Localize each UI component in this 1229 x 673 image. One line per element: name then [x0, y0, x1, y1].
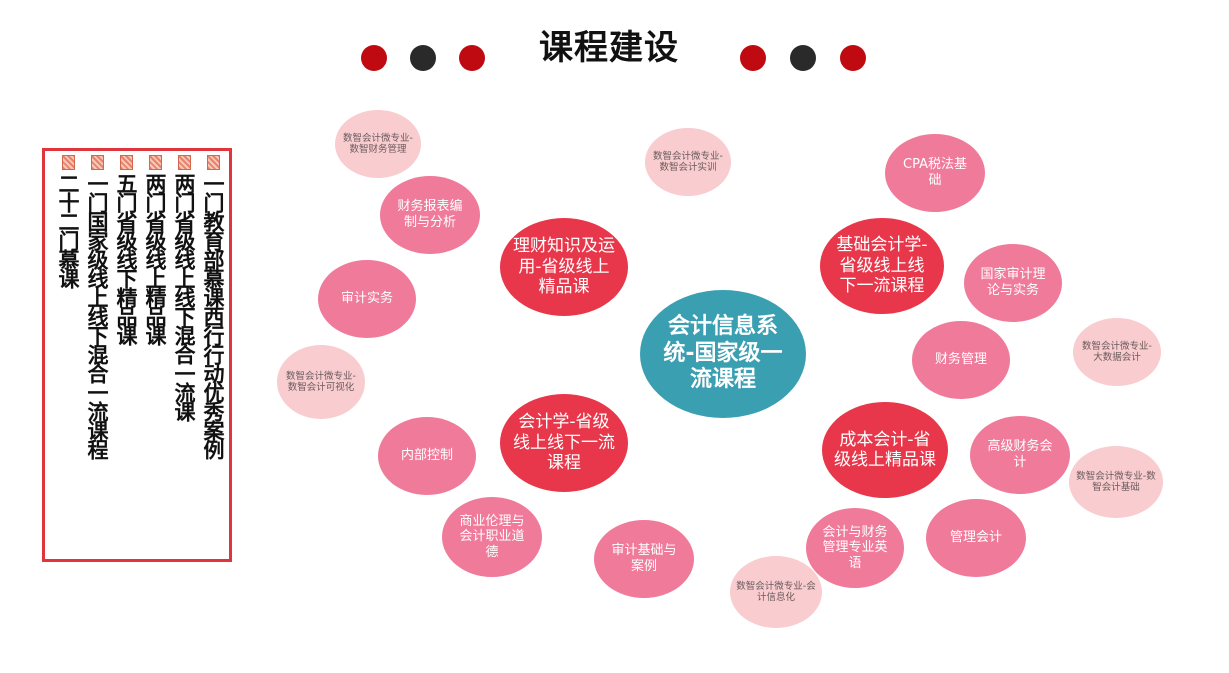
achievement-text: 两门省级线上线下混合一流课 [172, 173, 196, 420]
achievement-text: 一门教育部慕课西行行动优秀案例 [201, 173, 225, 458]
micro-course-bubble-dsj: 数智会计微专业-大数据会计 [1073, 318, 1161, 386]
achievement-item: 一门教育部慕课西行行动优秀案例 [201, 155, 225, 458]
bullet-marker-icon [177, 155, 191, 170]
achievement-text: 五门省级线下精品课 [114, 173, 138, 344]
course-bubble-kuaijixue: 会计学-省级线上线下一流课程 [500, 394, 628, 492]
page-title: 课程建设 [539, 28, 679, 68]
bullet-marker-icon [90, 155, 104, 170]
micro-course-bubble-xxh: 数智会计微专业-会计信息化 [730, 556, 822, 628]
course-bubble-neibu: 内部控制 [378, 417, 476, 495]
course-bubble-chengben: 成本会计-省级线上精品课 [822, 402, 948, 498]
achievement-text: 二十二门慕课 [56, 173, 80, 287]
course-bubble-guanli: 管理会计 [926, 499, 1026, 577]
course-bubble-yingyu: 会计与财务管理专业英语 [806, 508, 904, 588]
course-bubble-baobiao: 财务报表编制与分析 [380, 176, 480, 254]
achievement-item: 两门省级线上精品课 [143, 155, 167, 344]
bullet-marker-icon [119, 155, 133, 170]
course-bubble-shangye: 商业伦理与会计职业道德 [442, 497, 542, 577]
achievement-item: 二十二门慕课 [56, 155, 80, 287]
achievement-item: 一门国家级线上线下混合一流课程 [85, 155, 109, 458]
course-bubble-caiwu-guanli: 财务管理 [912, 321, 1010, 399]
course-bubble-cpa: CPA税法基础 [885, 134, 985, 212]
achievement-item: 两门省级线上线下混合一流课 [172, 155, 196, 420]
micro-course-bubble-cwgl: 数智会计微专业-数智财务管理 [335, 110, 421, 178]
decor-dot-right-3 [840, 45, 866, 71]
course-bubble-jichu: 基础会计学-省级线上线下一流课程 [820, 218, 944, 314]
center-course-bubble: 会计信息系统-国家级一流课程 [640, 290, 806, 418]
bullet-marker-icon [206, 155, 220, 170]
course-bubble-shenji-shiwu: 审计实务 [318, 260, 416, 338]
decor-dot-left-2 [410, 45, 436, 71]
decor-dot-left-1 [361, 45, 387, 71]
decor-dot-right-1 [740, 45, 766, 71]
micro-course-bubble-sx: 数智会计微专业-数智会计实训 [645, 128, 731, 196]
course-bubble-shenji-jichu: 审计基础与案例 [594, 520, 694, 598]
decor-dot-left-3 [459, 45, 485, 71]
course-bubble-licai: 理财知识及运用-省级线上精品课 [500, 218, 628, 316]
achievement-text: 一门国家级线上线下混合一流课程 [85, 173, 109, 458]
achievement-item: 五门省级线下精品课 [114, 155, 138, 344]
bullet-marker-icon [148, 155, 162, 170]
micro-course-bubble-ksh: 数智会计微专业-数智会计可视化 [277, 345, 365, 419]
micro-course-bubble-jc: 数智会计微专业-数智会计基础 [1069, 446, 1163, 518]
course-bubble-gaoji: 高级财务会计 [970, 416, 1070, 494]
achievement-text: 两门省级线上精品课 [143, 173, 167, 344]
achievements-panel: 一门教育部慕课西行行动优秀案例 两门省级线上线下混合一流课 两门省级线上精品课 … [42, 148, 232, 562]
bullet-marker-icon [61, 155, 75, 170]
decor-dot-right-2 [790, 45, 816, 71]
course-bubble-guojia-shenji: 国家审计理论与实务 [964, 244, 1062, 322]
